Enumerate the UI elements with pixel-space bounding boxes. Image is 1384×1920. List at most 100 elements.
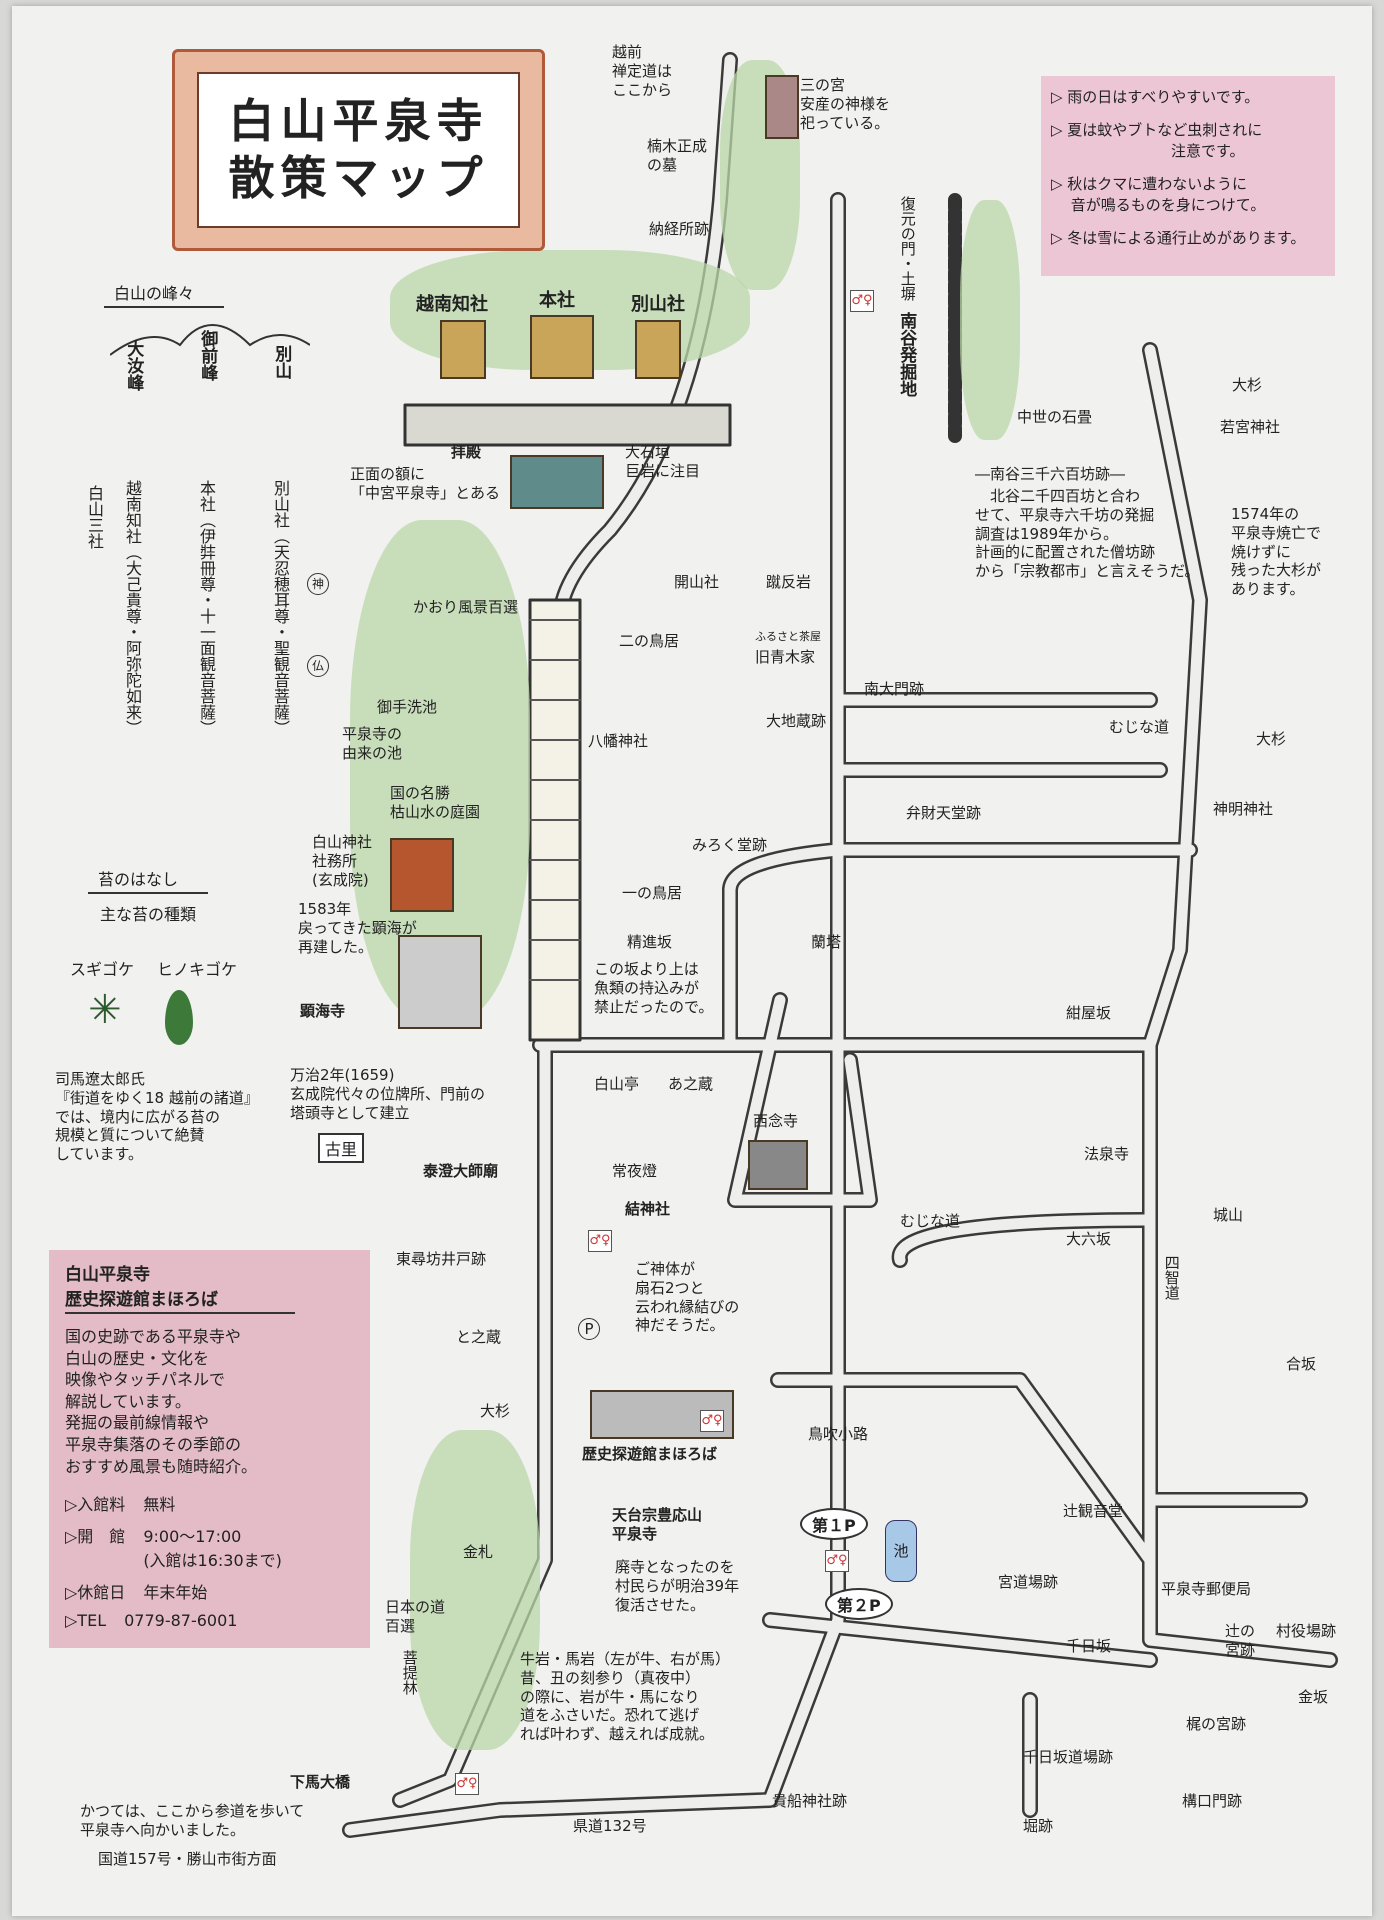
label-teien: 国の名勝 枯山水の庭園 (390, 784, 481, 821)
caution-note: ▷ 冬は雪による通行止めがあります。 (1051, 229, 1306, 247)
label-sainenji: 西念寺 (753, 1112, 799, 1130)
moss-area (960, 200, 1020, 440)
caution-note: ▷ 雨の日はすべりやすいです。 (1051, 88, 1260, 106)
moss-type-sugigoke: スギゴケ (70, 960, 135, 979)
label-tonokura: と之蔵 (456, 1328, 502, 1346)
label-joyato: 常夜燈 (612, 1162, 658, 1180)
label-bo-text: 北谷二千四百坊と合わ せて、平泉寺六千坊の発掘 調査は1989年から。 計画的に… (975, 487, 1200, 580)
label-shamusho: 白山神社 社務所 (玄成院) (312, 833, 373, 889)
label-ishidatami: 中世の石畳 (1017, 408, 1093, 426)
label-hachiman: 八幡神社 (588, 732, 649, 750)
moss-description: 司馬遼太郎氏 『街道をゆく18 越前の諸道』 では、境内に広がる苔の 規模と質に… (55, 1070, 259, 1163)
label-kokudo-157: 国道157号・勝山市街方面 (98, 1850, 277, 1868)
museum-name: 白山平泉寺 (65, 1265, 150, 1285)
label-kajinomiya: 梶の宮跡 (1186, 1715, 1247, 1733)
label-bessan-shrine: 別山社 (631, 294, 685, 315)
info-value: 9:00〜17:00 (入館は16:30まで) (143, 1527, 282, 1571)
label-shinmei: 神明神社 (1213, 800, 1274, 818)
label-sennichizaka: 千日坂 (1066, 1637, 1112, 1655)
label-bodairin: 菩提林 (400, 1650, 419, 1695)
label-kendo-132: 県道132号 (573, 1817, 647, 1835)
label-tendai: 天台宗豊応山 平泉寺 (612, 1506, 703, 1543)
label-tojinbo: 東尋坊井戸跡 (396, 1250, 487, 1268)
label-kusunoki-grave: 楠木正成 の墓 (647, 137, 708, 174)
label-gaku: 正面の額に 「中宮平泉寺」とある (350, 465, 501, 502)
label-musubi-shrine: 結神社 (625, 1200, 671, 1218)
label-mujina-1: むじな道 (1109, 718, 1170, 736)
shrine-deity: 本社（伊弉冊尊・十一面観音菩薩） (197, 480, 216, 736)
kami-icon: 神 (307, 573, 329, 595)
label-hakusantei: 白山亭 (594, 1075, 640, 1093)
label-post-office: 平泉寺郵便局 (1161, 1580, 1252, 1598)
shrine-deity: 別山社（天忍穂耳尊・聖観音菩薩） (271, 480, 290, 736)
label-shojin-text: この坂より上は 魚類の持込みが 禁止だったので。 (594, 960, 714, 1016)
map-title-line2: 散策マップ (228, 151, 489, 205)
label-osugi-2: 大杉 (1256, 730, 1287, 748)
label-fukugen-gate: 復元の門・土塀 (898, 196, 917, 301)
label-sennichidojo: 千日坂道場跡 (1023, 1748, 1114, 1766)
label-minamidani: 南谷発掘地 (896, 312, 917, 397)
label-etchi-shrine: 越南知社 (416, 294, 488, 315)
toilet-icon: ♂♀ (588, 1230, 612, 1252)
shrine-deity: 越南知社（大己貴尊・阿弥陀如来） (123, 480, 142, 736)
map-title-frame: 白山平泉寺 散策マップ (172, 49, 545, 251)
museum-info-box: 白山平泉寺歴史探遊館まほろば 国の史跡である平泉寺や 白山の歴史・文化を 映像や… (49, 1250, 370, 1648)
museum-name-sub: 歴史探遊館まほろば (65, 1290, 218, 1310)
sugigoke-icon: ✳ (88, 987, 122, 1033)
label-katsute: かつては、ここから参道を歩いて 平泉寺へ向かいました。 (80, 1802, 305, 1839)
label-aizaka: 合坂 (1286, 1355, 1317, 1373)
label-sugi-1574: 1574年の 平泉寺焼亡で 焼けずに 残った大杉が あります。 (1231, 505, 1322, 598)
forest-area (410, 1430, 540, 1750)
peaks-heading: 白山の峰々 (104, 280, 225, 308)
label-konyazaka: 紺屋坂 (1066, 1004, 1112, 1022)
info-value: 無料 (143, 1495, 176, 1515)
parking-1: 第１P (800, 1508, 868, 1540)
label-mitarashi: 御手洗池 (377, 698, 438, 716)
sannomiya-building (765, 75, 799, 139)
label-manji: 万治2年(1659) 玄成院代々の位牌所、門前の 塔頭寺として建立 (290, 1066, 486, 1122)
stone-wall (403, 403, 732, 447)
label-pond: 池 (885, 1520, 917, 1582)
sainenji-building (748, 1140, 808, 1190)
info-key: ▷入館料 (65, 1495, 126, 1515)
info-key: ▷TEL (65, 1611, 107, 1631)
honsha-building (530, 315, 594, 379)
label-mujina-2: むじな道 (900, 1212, 961, 1230)
parking-2: 第２P (825, 1588, 893, 1620)
label-nihonnomichi: 日本の道 百選 (385, 1598, 446, 1635)
label-hosenji: 法泉寺 (1084, 1145, 1130, 1163)
label-kinsatsu: 金札 (463, 1543, 494, 1561)
museum-info-row: ▷入館料無料 (65, 1491, 354, 1515)
haiden-building (510, 455, 604, 509)
peak-name: 別山 (271, 345, 292, 379)
label-ninotorii: 二の鳥居 (619, 632, 680, 650)
parking-icon: P (578, 1318, 600, 1340)
label-murayakuba: 村役場跡 (1276, 1622, 1337, 1640)
shamusho-building (390, 838, 454, 912)
label-kanezaka: 金坂 (1298, 1688, 1329, 1706)
label-kaisan-shrine: 開山社 (674, 573, 720, 591)
label-aoki-tag: ふるさと茶屋 (755, 630, 821, 643)
label-miroku: みろく堂跡 (692, 836, 768, 854)
label-furusato: 古里 (318, 1133, 365, 1163)
label-haiji: 廃寺となったのを 村民らが明治39年 復活させた。 (615, 1558, 740, 1614)
label-mahoroba: 歴史探遊館まほろば (582, 1445, 718, 1463)
toilet-icon: ♂♀ (700, 1410, 724, 1432)
map-title-line1: 白山平泉寺 (228, 93, 489, 148)
label-zenjo-trail: 越前 禅定道は ここから (612, 43, 673, 99)
peak-name: 大汝峰 (123, 340, 144, 391)
label-wakamiya: 若宮神社 (1220, 418, 1281, 436)
label-anokura: あ之蔵 (668, 1075, 714, 1093)
label-kerikae-rock: 蹴反岩 (766, 573, 812, 591)
label-nokyo: 納経所跡 (649, 220, 710, 238)
label-ishigaki: 大石垣 巨岩に注目 (625, 443, 701, 480)
hakusan-three-shrines: 白山三社 (85, 485, 104, 549)
label-kamaeguchi: 構口門跡 (1182, 1792, 1243, 1810)
label-osugi-1: 大杉 (1232, 376, 1263, 394)
caution-notes: ▷ 雨の日はすべりやすいです。 ▷ 夏は蚊やブトなど虫刺されに 注意です。 ▷ … (1041, 76, 1335, 276)
info-value: 年末年始 (143, 1583, 208, 1603)
moss-type-hinokigoke: ヒノキゴケ (157, 960, 238, 979)
bessan-shrine-building (635, 320, 681, 379)
